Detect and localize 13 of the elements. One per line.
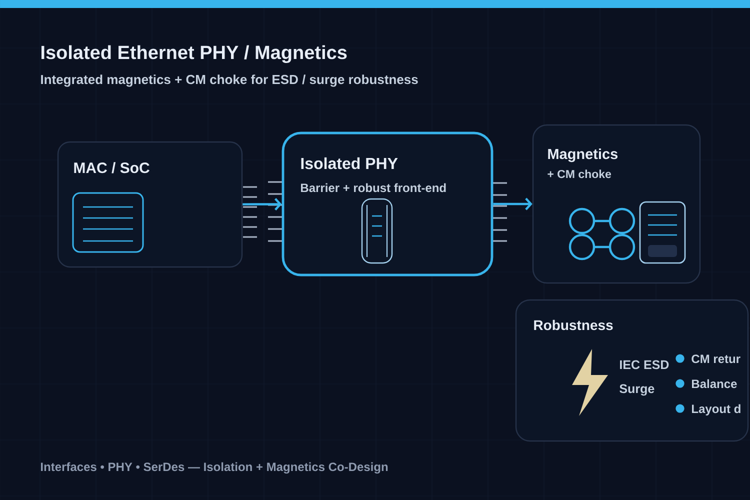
list-item: Balance [692, 379, 737, 388]
arrow [242, 198, 282, 210]
block-box: MAC / SoC [57, 141, 243, 268]
list-item: Layout d [692, 404, 740, 416]
subtitle: Integrated magnetics + CM choke for ESD / surge robustness [41, 74, 418, 87]
note-text: IEC ESD [620, 360, 669, 370]
title: Isolated Ethernet PHY / Magnetics [41, 45, 347, 64]
box-subtitle: + CM choke [548, 170, 612, 178]
arrow [493, 198, 532, 210]
box-subtitle: Barrier + robust front-end [301, 183, 446, 192]
list-item: CM retur [692, 354, 740, 364]
footer-caption: Interfaces • PHY • SerDes — Isolation + Magnetics Co-Design [41, 462, 388, 474]
note-text: Surge [620, 384, 654, 396]
